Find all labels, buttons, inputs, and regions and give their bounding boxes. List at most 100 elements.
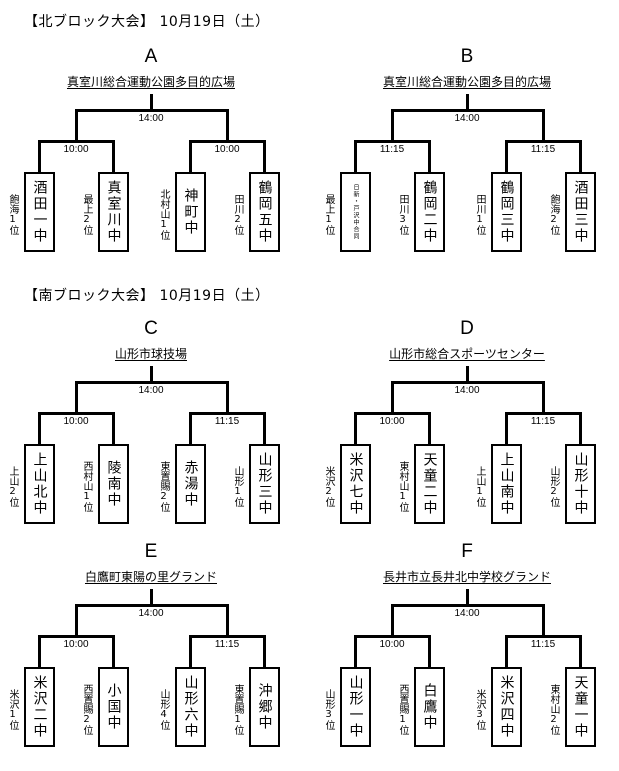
team-box[interactable]: 神町中 bbox=[175, 172, 206, 252]
team-name: 真室川中 bbox=[105, 180, 122, 244]
team-box[interactable]: 真室川中 bbox=[98, 172, 129, 252]
team-box[interactable]: 天童一中 bbox=[565, 667, 596, 747]
team-box[interactable]: 米沢二中 bbox=[24, 667, 55, 747]
south-block-header: 【南ブロック大会】 10月19日（土） bbox=[24, 288, 270, 304]
match-connector-line bbox=[505, 412, 582, 415]
team-name: 鶴岡三中 bbox=[498, 180, 515, 244]
team-stem-line bbox=[263, 412, 266, 444]
team-stem-line bbox=[579, 635, 582, 667]
team-stem-line bbox=[189, 140, 192, 172]
team-stem-line bbox=[112, 635, 115, 667]
team-seed: 山形4位 bbox=[158, 688, 169, 730]
team-seed: 田川3位 bbox=[397, 193, 408, 235]
venue-text: 真室川総合運動公園多目的広場 bbox=[66, 75, 235, 89]
venue-text: 山形市総合スポーツセンター bbox=[389, 347, 545, 361]
team-box[interactable]: 米沢四中 bbox=[491, 667, 522, 747]
team-name: 酒田一中 bbox=[31, 180, 48, 244]
team-stem-line bbox=[579, 412, 582, 444]
team-name: 米沢七中 bbox=[347, 452, 364, 516]
team-box[interactable]: 上山北中 bbox=[24, 444, 55, 524]
match-time: 10:00 bbox=[63, 416, 89, 427]
team-box[interactable]: 鶴岡三中 bbox=[491, 172, 522, 252]
team-name: 山形三中 bbox=[256, 452, 273, 516]
team-seed: 飽海1位 bbox=[7, 193, 18, 235]
team-box[interactable]: 白鷹中 bbox=[414, 667, 445, 747]
team-box[interactable]: 陵南中 bbox=[98, 444, 129, 524]
semifinal-stem-line bbox=[391, 109, 394, 142]
team-box[interactable]: 赤湯中 bbox=[175, 444, 206, 524]
team-seed: 東置賜1位 bbox=[232, 683, 243, 735]
team-box[interactable]: 酒田三中 bbox=[565, 172, 596, 252]
team-stem-line bbox=[354, 412, 357, 444]
semifinal-stem-line bbox=[226, 109, 229, 142]
venue-text: 長井市立長井北中学校グランド bbox=[382, 570, 551, 584]
venue-name: 山形市球技場 bbox=[0, 345, 302, 362]
team-box[interactable]: 山形一中 bbox=[340, 667, 371, 747]
team-name: 陵南中 bbox=[105, 460, 122, 508]
venue-text: 山形市球技場 bbox=[114, 347, 187, 361]
team-box[interactable]: 小国中 bbox=[98, 667, 129, 747]
team-box[interactable]: 山形三中 bbox=[249, 444, 280, 524]
final-time: 14:00 bbox=[138, 608, 164, 619]
team-seed: 東置賜2位 bbox=[158, 460, 169, 512]
team-box[interactable]: 天童二中 bbox=[414, 444, 445, 524]
match-time: 10:00 bbox=[63, 144, 89, 155]
venue-name: 真室川総合運動公園多目的広場 bbox=[316, 73, 618, 90]
team-stem-line bbox=[354, 140, 357, 172]
team-seed: 東村山1位 bbox=[397, 460, 408, 512]
team-seed: 飽海2位 bbox=[548, 193, 559, 235]
match-connector-line bbox=[354, 412, 431, 415]
match-connector-line bbox=[38, 412, 115, 415]
team-box[interactable]: 鶴岡五中 bbox=[249, 172, 280, 252]
team-box[interactable]: 沖郷中 bbox=[249, 667, 280, 747]
semifinal-stem-line bbox=[75, 109, 78, 142]
team-seed: 上山2位 bbox=[7, 465, 18, 507]
team-name: 鶴岡五中 bbox=[256, 180, 273, 244]
team-box[interactable]: 山形六中 bbox=[175, 667, 206, 747]
team-seed: 西置賜1位 bbox=[397, 683, 408, 735]
team-stem-line bbox=[428, 635, 431, 667]
final-stem-line bbox=[150, 589, 153, 605]
team-box[interactable]: 日新・戸沢中合同 bbox=[340, 172, 371, 252]
team-seed: 山形1位 bbox=[232, 465, 243, 507]
match-connector-line bbox=[505, 140, 582, 143]
semifinal-stem-line bbox=[542, 604, 545, 637]
team-seed: 上山1位 bbox=[474, 465, 485, 507]
team-name: 米沢二中 bbox=[31, 675, 48, 739]
bracket-letter: C bbox=[144, 318, 158, 339]
team-stem-line bbox=[112, 412, 115, 444]
match-connector-line bbox=[189, 140, 266, 143]
team-stem-line bbox=[112, 140, 115, 172]
final-connector-line bbox=[391, 604, 544, 607]
team-box[interactable]: 米沢七中 bbox=[340, 444, 371, 524]
team-name: 山形十中 bbox=[572, 452, 589, 516]
team-name: 神町中 bbox=[182, 188, 199, 236]
team-name: 白鷹中 bbox=[421, 683, 438, 731]
final-stem-line bbox=[466, 589, 469, 605]
team-name: 酒田三中 bbox=[572, 180, 589, 244]
final-connector-line bbox=[75, 381, 228, 384]
match-time: 11:15 bbox=[530, 144, 556, 155]
team-box[interactable]: 山形十中 bbox=[565, 444, 596, 524]
team-name: 山形六中 bbox=[182, 675, 199, 739]
semifinal-stem-line bbox=[542, 381, 545, 414]
final-connector-line bbox=[75, 109, 228, 112]
team-stem-line bbox=[428, 140, 431, 172]
final-stem-line bbox=[150, 94, 153, 110]
team-name: 上山北中 bbox=[31, 452, 48, 516]
team-box[interactable]: 鶴岡二中 bbox=[414, 172, 445, 252]
team-stem-line bbox=[263, 635, 266, 667]
team-seed: 山形2位 bbox=[548, 465, 559, 507]
team-seed: 北村山1位 bbox=[158, 188, 169, 240]
team-stem-line bbox=[428, 412, 431, 444]
team-stem-line bbox=[354, 635, 357, 667]
team-box[interactable]: 酒田一中 bbox=[24, 172, 55, 252]
team-name: 天童一中 bbox=[572, 675, 589, 739]
team-seed: 田川1位 bbox=[474, 193, 485, 235]
final-connector-line bbox=[391, 109, 544, 112]
team-box[interactable]: 上山南中 bbox=[491, 444, 522, 524]
